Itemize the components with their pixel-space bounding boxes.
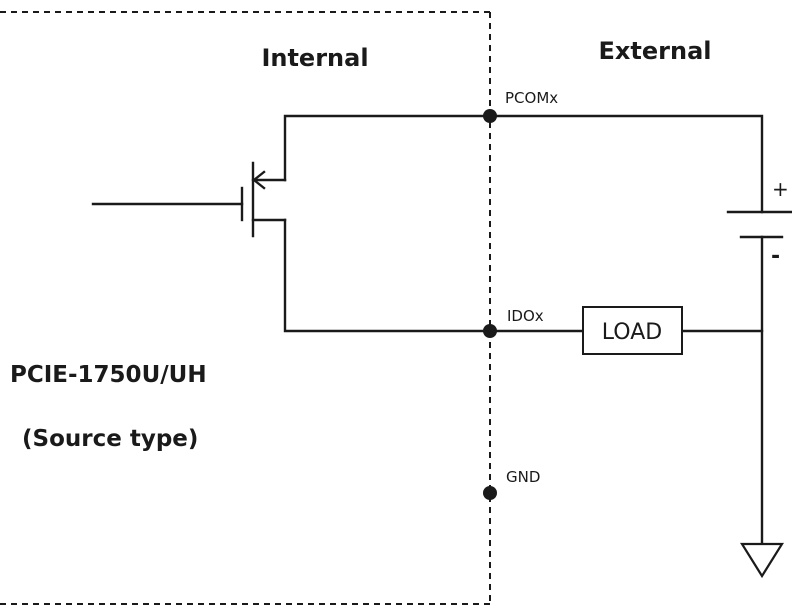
load-label: LOAD (602, 320, 662, 345)
external-label: External (599, 37, 712, 65)
supply-plus-label: + (772, 177, 789, 201)
gnd-node (483, 486, 497, 500)
ido-pin-label: IDOx (507, 307, 544, 325)
arrow-head (252, 170, 266, 190)
source-to-pcom-wire (283, 114, 492, 182)
pcom-to-supply-wire (488, 114, 764, 214)
internal-label: Internal (261, 44, 368, 72)
device-model-label: PCIE-1750U/UH (10, 362, 207, 388)
load-box (582, 306, 683, 355)
supply-minus-label: - (771, 244, 780, 269)
dc-supply-battery-icon (726, 210, 792, 239)
gnd-pin-label: GND (506, 468, 540, 486)
pcom-pin-label: PCOMx (505, 89, 558, 107)
ground-icon (740, 542, 784, 579)
drain-to-ido-wire (283, 218, 492, 333)
mosfet-switch (91, 114, 492, 333)
device-type-label: (Source type) (22, 426, 198, 452)
